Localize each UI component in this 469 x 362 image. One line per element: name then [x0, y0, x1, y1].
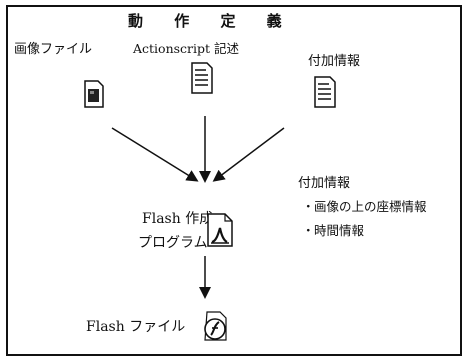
- arrow-info-to-program: [212, 127, 285, 182]
- info-item-coordinates: ・画像の上の座標情報: [302, 196, 427, 215]
- info-box-title: 付加情報: [298, 176, 351, 191]
- image-file-icon: [84, 80, 104, 108]
- flash-program-icon: [207, 213, 233, 247]
- diagram-title: 動 作 定 義: [128, 12, 295, 30]
- actionscript-document-icon: [191, 62, 213, 94]
- diagram-frame: [6, 5, 462, 356]
- image-file-label: 画像ファイル: [14, 42, 93, 57]
- bullet: ・: [302, 223, 315, 238]
- actionscript-label: Actionscript 記述: [133, 41, 240, 56]
- additional-info-label: 付加情報: [308, 54, 361, 69]
- info-item-label: 画像の上の座標情報: [314, 199, 427, 214]
- program-label-line1: Flash 作成: [142, 211, 214, 227]
- bullet: ・: [302, 199, 315, 214]
- additional-info-document-icon: [314, 76, 336, 108]
- flash-file-icon: [204, 311, 227, 341]
- arrow-image-to-program: [111, 127, 199, 182]
- program-label-line2: プログラム: [138, 235, 208, 251]
- info-item-time: ・時間情報: [302, 220, 364, 239]
- flash-file-label: Flash ファイル: [86, 319, 186, 335]
- info-item-label: 時間情報: [314, 223, 365, 238]
